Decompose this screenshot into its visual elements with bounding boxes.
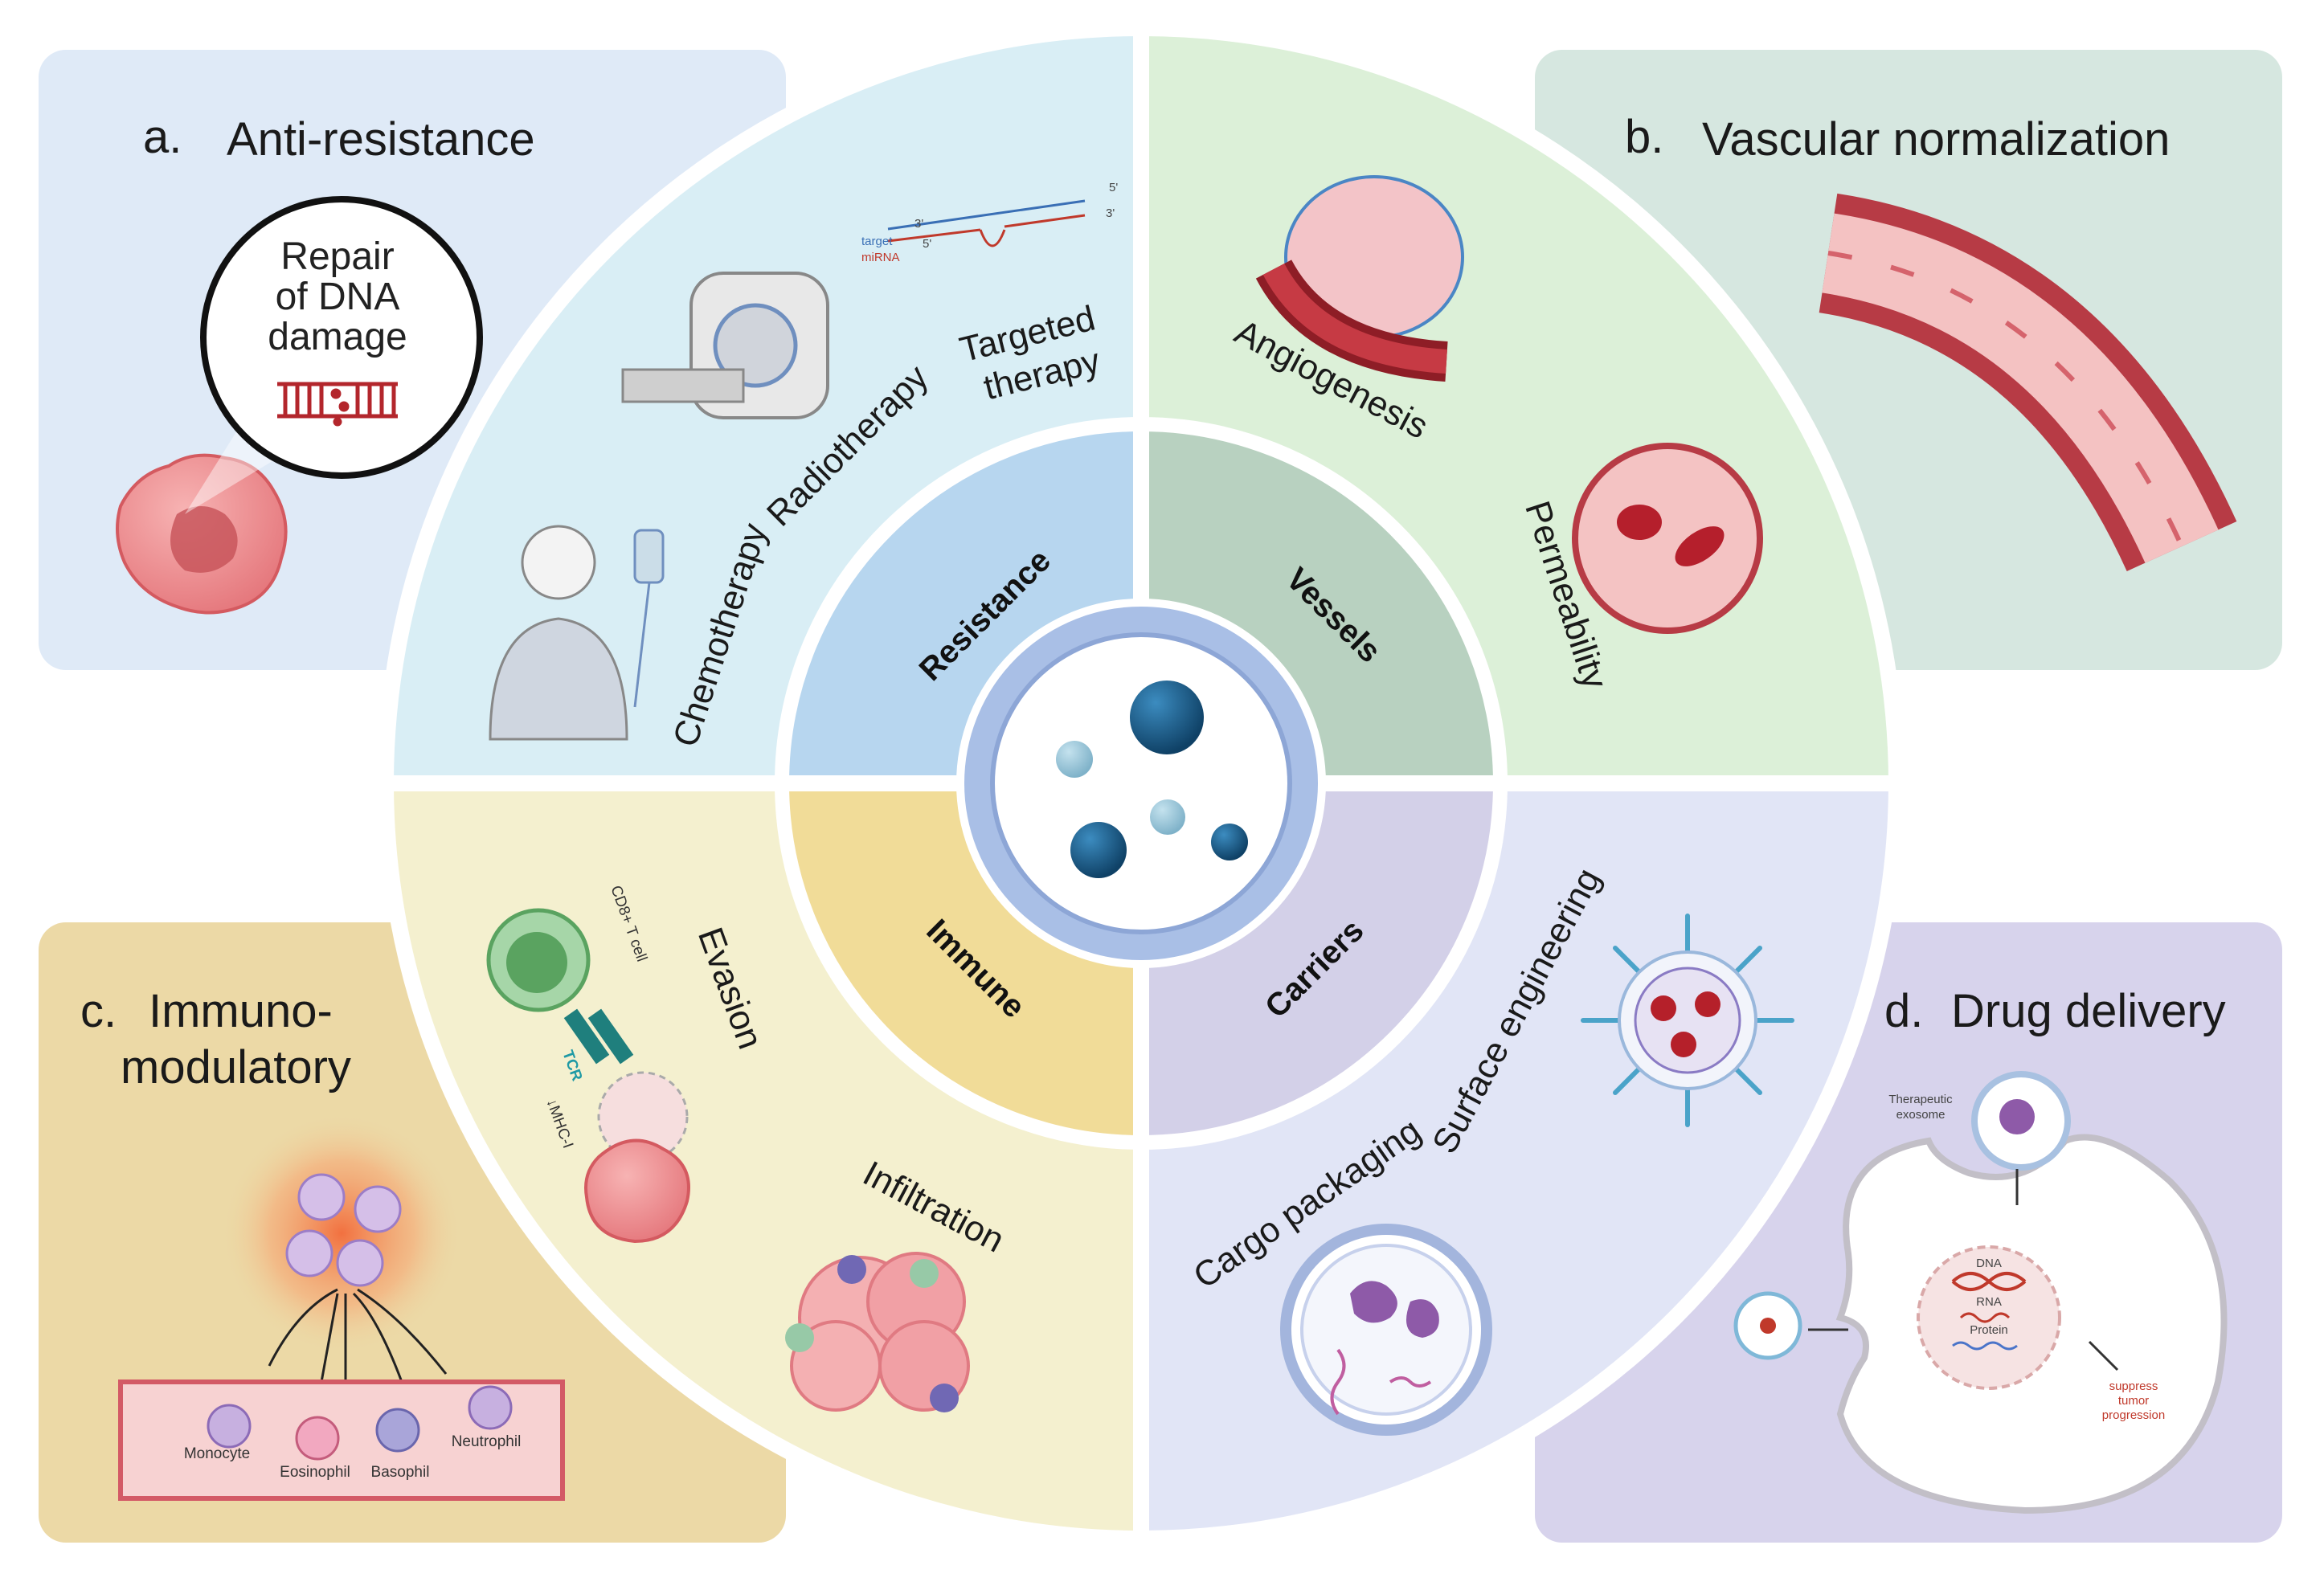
nanoparticle bbox=[1056, 741, 1093, 778]
mirna-label: miRNA bbox=[861, 251, 900, 264]
panel-a-title: Anti-resistance bbox=[227, 113, 535, 166]
panel-d-letter: d. bbox=[1884, 985, 1923, 1037]
nanoparticle bbox=[1070, 822, 1127, 878]
protein-label: Protein bbox=[1970, 1323, 2008, 1337]
bubble-line-3: damage bbox=[268, 316, 407, 358]
panel-a-letter: a. bbox=[143, 111, 182, 163]
cell-label-monocyte: Monocyte bbox=[184, 1445, 250, 1462]
cargo-vesicle-illustration bbox=[1280, 1224, 1492, 1436]
five-prime-top: 3' bbox=[914, 217, 923, 231]
bubble-line-1: Repair bbox=[280, 235, 394, 278]
targeted-rna-illustration: target miRNA 3' 5' 5' 3' bbox=[861, 181, 1118, 264]
nanoparticle bbox=[1130, 681, 1204, 754]
drug-delivery-illustration: Therapeutic exosome DNA RNA Protein supp… bbox=[1733, 1071, 2228, 1514]
panel-b-title: Vascular normalization bbox=[1702, 113, 2170, 166]
outcome-line-3: progression bbox=[2102, 1408, 2165, 1422]
chemotherapy-patient-illustration bbox=[489, 525, 665, 741]
outcome-line-2: tumor bbox=[2118, 1394, 2149, 1408]
panel-d-title: Drug delivery bbox=[1951, 985, 2226, 1037]
nanoparticle bbox=[1150, 799, 1185, 835]
panel-c-letter: c. bbox=[80, 985, 117, 1037]
angiogenesis-illustration bbox=[1255, 175, 1464, 382]
rna-label: RNA bbox=[1976, 1295, 2002, 1309]
damaged-dna-icon bbox=[277, 382, 398, 427]
cell-label-eosinophil: Eosinophil bbox=[280, 1464, 350, 1481]
radiotherapy-scanner-illustration bbox=[621, 272, 829, 419]
three-prime-bottom: 3' bbox=[1106, 206, 1115, 220]
inflammation-illustration: Monocyte Eosinophil Basophil Neutrophil bbox=[118, 1113, 565, 1501]
infiltration-illustration bbox=[785, 1252, 970, 1412]
outcome-line-1: suppress bbox=[2109, 1379, 2158, 1393]
bubble-line-2: of DNA bbox=[276, 276, 400, 318]
exosome-label-1: Therapeutic bbox=[1888, 1093, 1953, 1106]
five-prime-bottom: 5' bbox=[923, 237, 931, 251]
panel-b-letter: b. bbox=[1625, 111, 1663, 163]
cell-label-neutrophil: Neutrophil bbox=[452, 1433, 522, 1450]
permeability-illustration bbox=[1572, 443, 1763, 634]
dna-label: DNA bbox=[1976, 1257, 2002, 1270]
panel-c-title-line1: Immuno- bbox=[149, 985, 333, 1037]
exosome-label-2: exosome bbox=[1896, 1108, 1946, 1122]
three-prime-top: 5' bbox=[1109, 181, 1118, 194]
dna-repair-bubble: Repair of DNA damage bbox=[200, 196, 483, 479]
target-label: target bbox=[861, 235, 893, 248]
panel-c-title-line2: modulatory bbox=[121, 1041, 351, 1093]
engineered-nanoparticle-illustration bbox=[1581, 914, 1794, 1127]
center-nanoparticles bbox=[956, 599, 1326, 968]
nanoparticle bbox=[1211, 824, 1248, 860]
blood-vessel-illustration bbox=[1818, 193, 2237, 572]
cell-label-basophil: Basophil bbox=[371, 1464, 430, 1481]
